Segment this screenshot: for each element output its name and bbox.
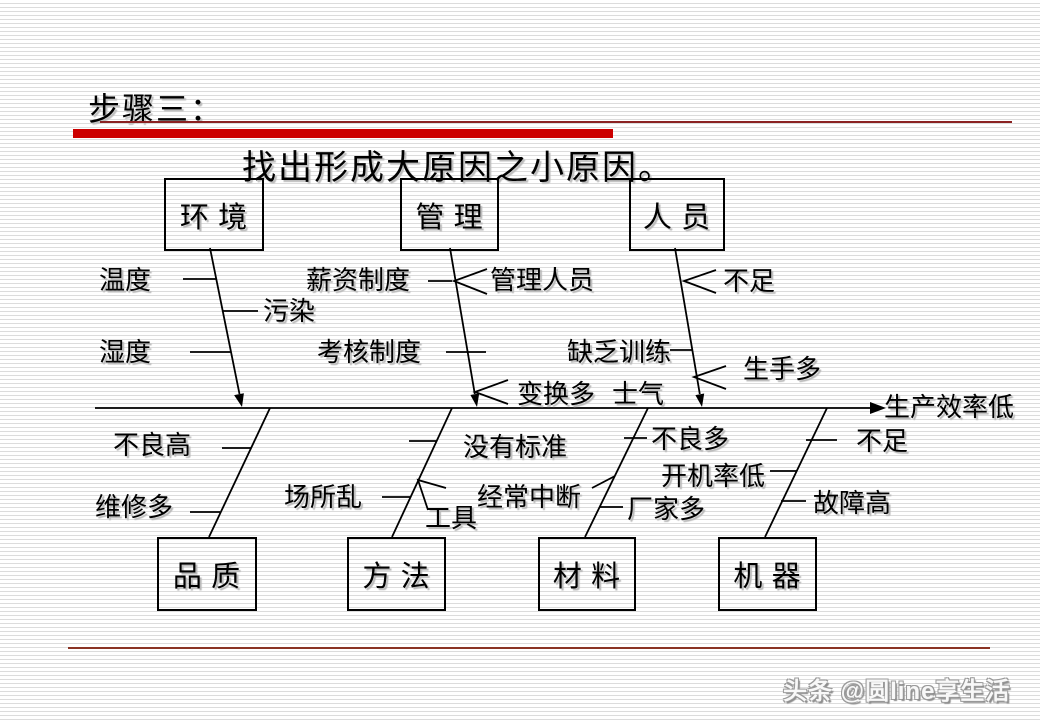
category-box-quality: 品 质: [157, 537, 257, 611]
cause-many-defects: 不良多: [651, 425, 730, 454]
bone-material: [584, 407, 649, 538]
bone-method: [391, 407, 453, 538]
watermark-text: 头条 @圆line享生活: [783, 678, 1011, 705]
cause-many-suppliers: 厂家多: [627, 495, 706, 524]
category-box-environment: 环 境: [164, 178, 264, 251]
arrowhead-spine: [870, 402, 886, 414]
cause-high-failure: 故障高: [813, 489, 892, 518]
cause-managers: 管理人员: [490, 266, 595, 295]
cause-frequent-repairs: 维修多: [95, 493, 174, 522]
cause-frequent-interruption: 经常中断: [477, 483, 582, 512]
cause-messy-workplace: 场所乱: [284, 483, 363, 512]
cause-assessment-system: 考核制度: [317, 338, 422, 367]
cause-humidity: 湿度: [99, 338, 152, 367]
cause-lack-of-training: 缺乏训练: [567, 338, 672, 367]
title-underline: [100, 121, 1012, 123]
arrowhead-personnel: [695, 393, 705, 407]
cause-salary-system: 薪资制度: [306, 266, 411, 295]
bone-machine: [764, 407, 828, 538]
category-box-management: 管 理: [400, 178, 499, 251]
category-box-machine: 机 器: [718, 537, 817, 611]
cause-morale: 士气: [612, 380, 665, 409]
category-box-material: 材 料: [538, 537, 636, 611]
chevron-managers: [451, 268, 488, 295]
cause-tools: 工具: [425, 504, 478, 533]
category-box-personnel: 人 员: [629, 178, 725, 251]
chevron-tools: [416, 478, 447, 511]
cause-shortage: 不足: [723, 267, 776, 296]
title-accent-bar: [73, 129, 613, 138]
arrowhead-environment: [234, 393, 244, 407]
cause-frequent-changes: 变换多: [517, 380, 596, 409]
chevron-frequent-changes: [472, 379, 509, 405]
category-box-method: 方 法: [347, 537, 446, 611]
bone-environment: [209, 247, 241, 395]
tick-frequent-interruption: [591, 475, 616, 489]
chevron-many-novices: [691, 365, 727, 390]
cause-no-standard: 没有标准: [463, 433, 568, 462]
bone-personnel: [674, 247, 701, 395]
bone-quality: [208, 407, 271, 538]
cause-pollution: 污染: [263, 297, 316, 326]
effect-label-low-production-efficiency: 生产效率低: [884, 393, 1015, 422]
cause-high-defects: 不良高: [113, 431, 192, 460]
cause-insufficient-machines: 不足: [856, 427, 909, 456]
chevron-shortage: [681, 269, 717, 294]
subtitle: 找出形成大原因之小原因。: [242, 150, 674, 187]
bottom-divider: [68, 647, 990, 649]
cause-many-novices: 生手多: [743, 355, 822, 384]
cause-low-uptime: 开机率低: [661, 462, 766, 491]
arrowhead-management: [470, 393, 480, 407]
cause-temperature: 温度: [99, 266, 152, 295]
bone-management: [449, 247, 476, 395]
